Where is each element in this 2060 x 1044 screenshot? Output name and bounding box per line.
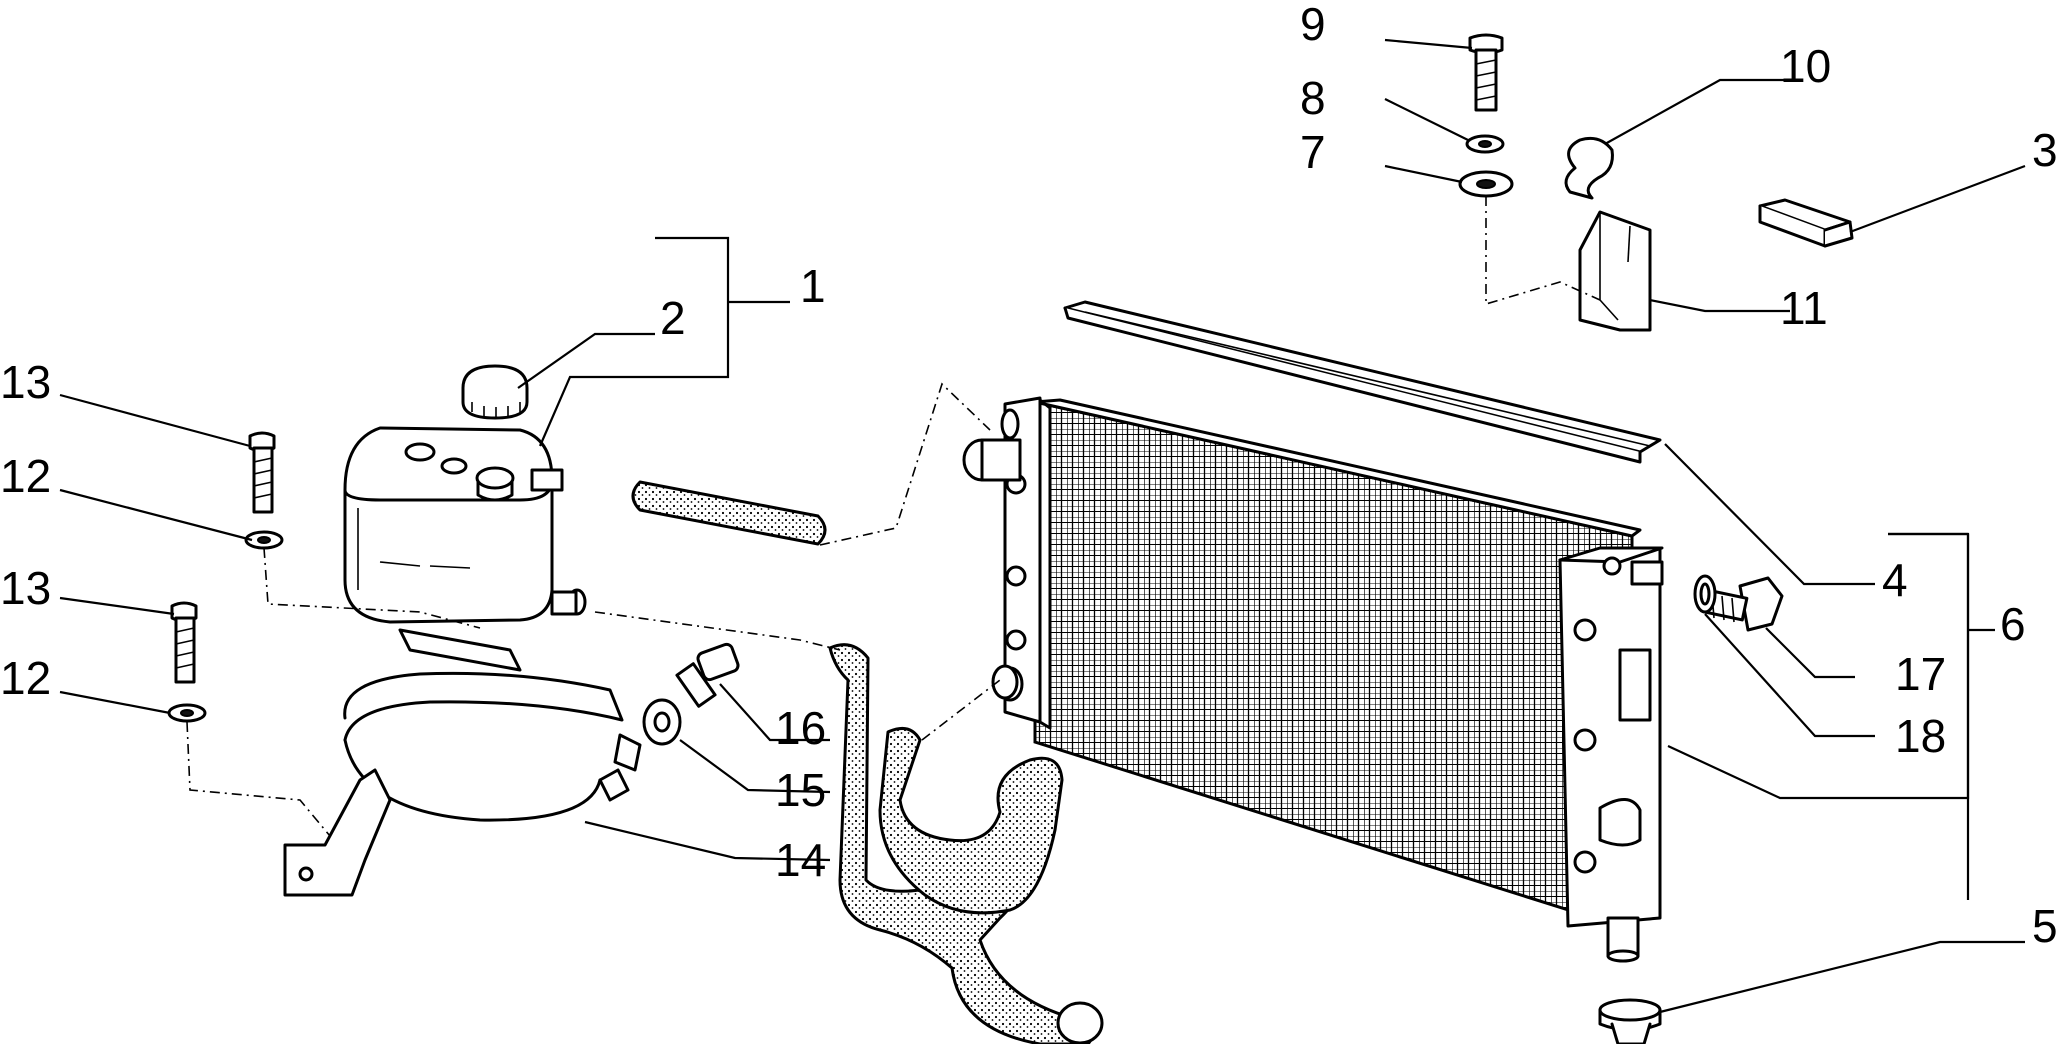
seal-ring-18 — [1693, 574, 1717, 614]
callout-6: 6 — [2000, 598, 2026, 650]
callout-10: 10 — [1780, 40, 1831, 92]
tank-mounting-strap — [283, 628, 642, 897]
radiator-top-seal-strip — [1063, 300, 1662, 464]
callout-11: 11 — [1780, 282, 1828, 334]
radiator-core — [1033, 398, 1642, 933]
callout-17: 17 — [1895, 648, 1946, 700]
callout-16: 16 — [775, 702, 826, 754]
expansion-tank — [343, 426, 587, 624]
radiator-left-tank — [962, 396, 1042, 724]
callout-13a: 13 — [0, 356, 51, 408]
clip-10 — [1564, 136, 1614, 200]
callout-2: 2 — [660, 292, 686, 344]
overflow-hose — [631, 480, 827, 546]
leader-lines — [59, 38, 2026, 1014]
spring-washer-8 — [1465, 134, 1505, 154]
rubber-pad-3 — [1758, 198, 1854, 248]
callout-13b: 13 — [0, 562, 51, 614]
callout-3: 3 — [2032, 124, 2058, 176]
callout-15: 15 — [775, 764, 826, 816]
washer-7 — [1458, 170, 1514, 198]
callout-1: 1 — [800, 260, 826, 312]
washer-15 — [642, 698, 682, 746]
callout-18: 18 — [1895, 710, 1946, 762]
callout-7: 7 — [1300, 126, 1326, 178]
radiator-right-tank — [1558, 546, 1664, 963]
drain-cap-5 — [1598, 998, 1662, 1044]
washer-lower-left — [167, 703, 207, 723]
callout-5: 5 — [2032, 900, 2058, 952]
expansion-tank-cap — [461, 364, 529, 420]
callout-labels: 1 2 3 4 5 6 7 8 9 10 11 12 12 13 13 14 1… — [0, 0, 2058, 952]
bolt-16 — [675, 642, 740, 708]
connection-lines — [186, 196, 1601, 837]
lower-radiator-hose — [828, 643, 1104, 1044]
callout-9: 9 — [1300, 0, 1326, 50]
callout-4: 4 — [1882, 554, 1908, 606]
callout-14: 14 — [775, 834, 826, 886]
bolt-lower-left — [170, 601, 198, 684]
bolt-9 — [1468, 33, 1504, 112]
callout-12a: 12 — [0, 450, 51, 502]
bolt-upper-left — [248, 431, 276, 514]
support-bracket-11 — [1578, 210, 1652, 332]
callout-8: 8 — [1300, 72, 1326, 124]
callout-12b: 12 — [0, 652, 51, 704]
